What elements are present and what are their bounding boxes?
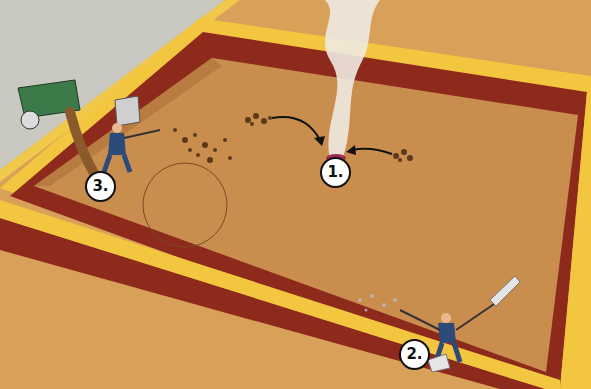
scattered-debris [173,128,232,163]
callout-circle: 1. [320,157,351,188]
worker [104,123,160,172]
smoke [325,0,380,160]
pointer-arrow [352,149,392,154]
arrow-head [314,136,325,146]
debris-pile [245,113,413,162]
pit-rim [0,18,591,389]
pit-wall [10,32,587,389]
tool [490,276,520,306]
sieve-box [115,96,140,126]
callout-number: 1. [327,165,343,180]
rubble [428,354,450,372]
callout-circle: 2. [399,339,430,370]
floor-shadow [34,58,222,186]
callout-number: 3. [92,179,108,194]
arrow-head [346,145,356,155]
cart [18,80,95,175]
dust [358,294,397,312]
worker [400,300,500,362]
right-rim [560,92,591,389]
sweep-mark [143,163,227,247]
callout-number: 2. [406,347,422,362]
pointer-arrow [272,117,320,140]
callout-circle: 3. [85,171,116,202]
outer-rim [0,200,560,389]
